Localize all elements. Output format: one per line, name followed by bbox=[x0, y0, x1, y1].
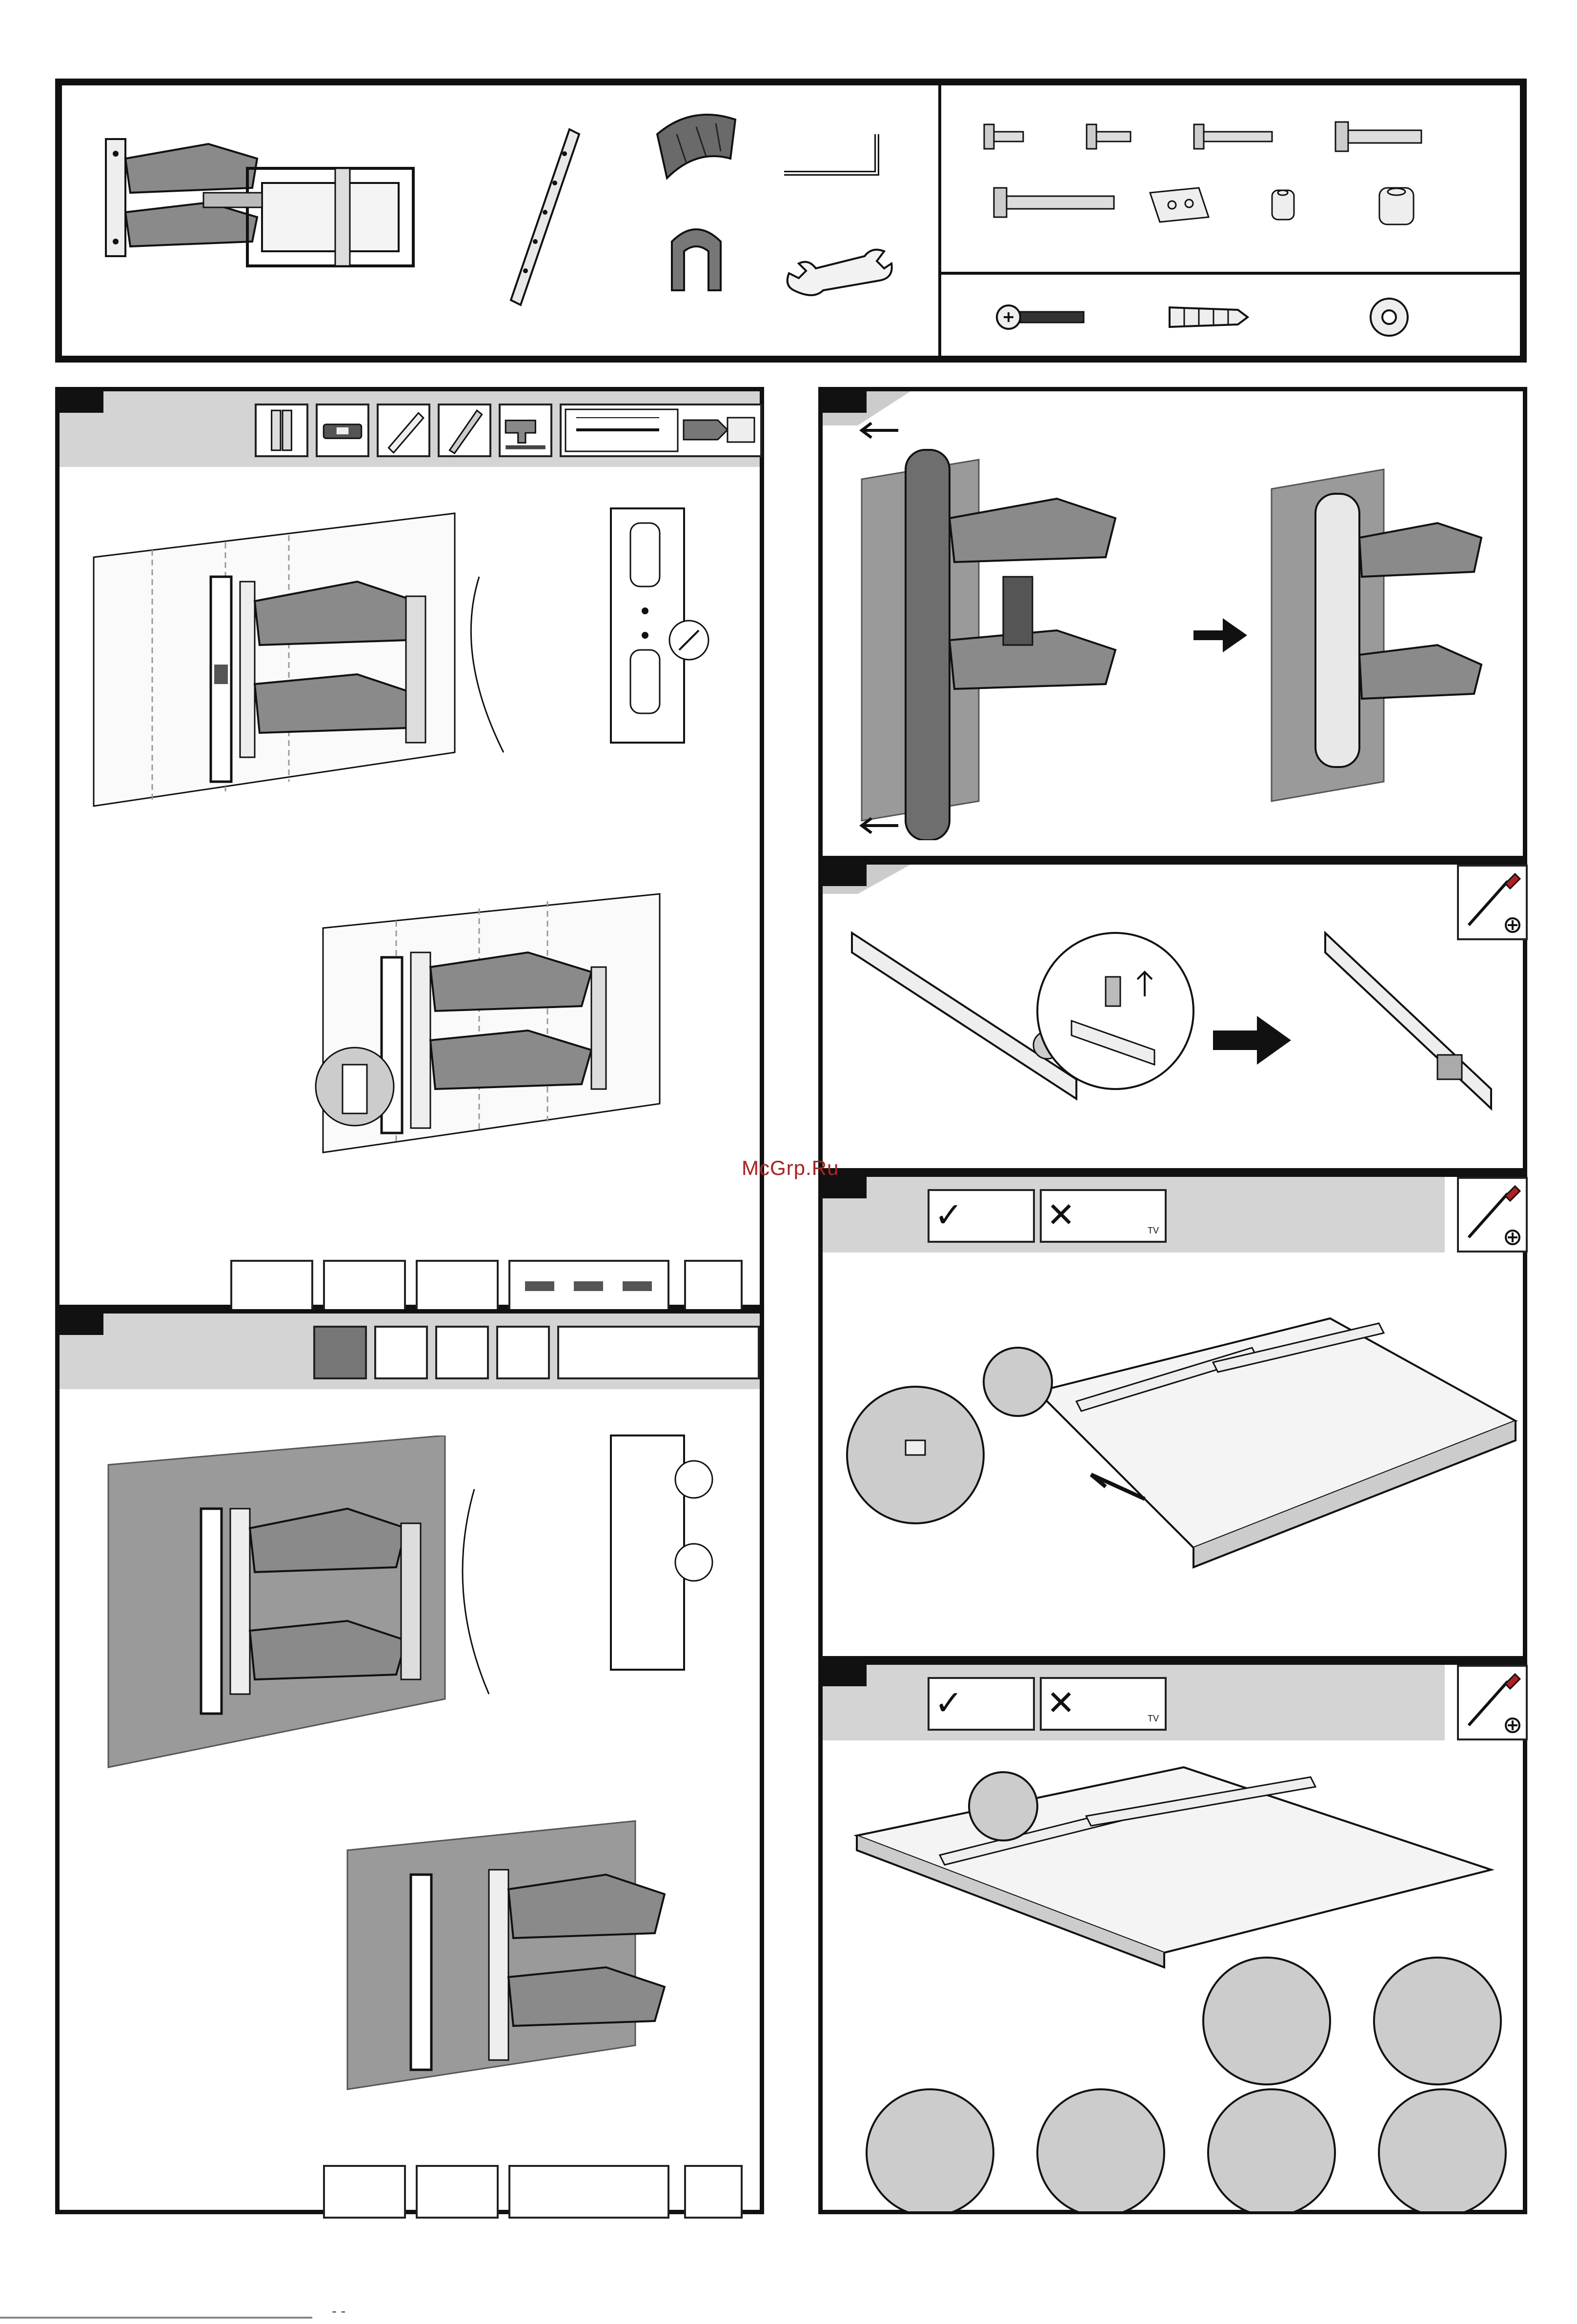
ok-check-icon: ✓ bbox=[934, 1195, 963, 1235]
tv-screws-row bbox=[965, 110, 1521, 266]
concrete-plate-drill-marks bbox=[577, 1431, 723, 1684]
concrete-wall-tool-icon bbox=[313, 1326, 367, 1379]
wood-wall-tools bbox=[255, 404, 762, 457]
wood-wall-bottom-tools bbox=[230, 1260, 757, 1314]
hardware-divider bbox=[941, 272, 1522, 275]
drill-bit-tool-icon bbox=[499, 404, 552, 457]
step-number-tab bbox=[823, 391, 867, 413]
wall-anchor-icon bbox=[1170, 307, 1248, 327]
parts-divider bbox=[938, 85, 941, 356]
concrete-bottom-tools bbox=[323, 2165, 757, 2219]
lag-bolt-icon bbox=[997, 305, 1084, 329]
footer-rule bbox=[0, 2317, 312, 2319]
cable-cover-icon bbox=[647, 105, 750, 188]
step-cable-cover-panel bbox=[818, 387, 1527, 860]
step-wood-wall-panel bbox=[55, 387, 764, 1309]
allen-key-icon bbox=[779, 129, 891, 188]
step-flat-tv-panel: ✓ ✕ TV bbox=[818, 1172, 1527, 1660]
drill-bit-tool-icon bbox=[496, 1326, 550, 1379]
not-ok-cross-icon: ✕ bbox=[1047, 1683, 1075, 1723]
not-ok-cross-icon: ✕ bbox=[1047, 1195, 1075, 1235]
level-tool-icon bbox=[374, 1326, 428, 1379]
footer-mark: - - bbox=[332, 2303, 345, 2320]
spacer-plate-icon bbox=[1150, 188, 1209, 222]
stud-marking-icon bbox=[230, 1260, 313, 1314]
screw-short-2-icon bbox=[1087, 124, 1131, 149]
pencil-marking-icon bbox=[323, 2165, 406, 2219]
screw-medium-icon bbox=[1194, 124, 1272, 149]
drill-hole-icon bbox=[416, 2165, 499, 2219]
anchor-zoom-circle bbox=[313, 1045, 396, 1128]
level-tool-icon bbox=[316, 404, 369, 457]
tv-tag: TV bbox=[1148, 1714, 1159, 1724]
step-number-tab bbox=[60, 391, 103, 413]
tv-tag: TV bbox=[1148, 1226, 1159, 1236]
ok-check-icon: ✓ bbox=[934, 1683, 963, 1723]
tv-bracket-rail-icon bbox=[496, 124, 594, 310]
pencil-marking-icon bbox=[323, 1260, 406, 1314]
step-number-tab bbox=[823, 1665, 867, 1686]
cable-cover-install-illustration bbox=[852, 411, 1525, 840]
recessed-tv-not-ok-box: ✕ TV bbox=[1040, 1677, 1167, 1731]
concrete-wall-tools bbox=[313, 1326, 762, 1379]
flat-tv-not-ok-box: ✕ TV bbox=[1040, 1189, 1167, 1243]
phillips-screwdriver-icon bbox=[1457, 1665, 1528, 1740]
phillips-screwdriver-icon bbox=[1457, 1177, 1528, 1253]
spacer-ring-large-icon bbox=[1379, 188, 1414, 224]
cable-clip-icon bbox=[662, 217, 730, 300]
parts-list-panel bbox=[55, 79, 1527, 363]
wall-plate-drill-marks bbox=[577, 504, 723, 757]
watermark: McGrp.Ru bbox=[742, 1156, 839, 1180]
step-rail-prep-panel bbox=[818, 860, 1527, 1172]
concrete-wall-mount-illustration bbox=[103, 1435, 567, 1777]
screw-large-icon bbox=[1335, 122, 1421, 151]
wood-wall-mount-illustration bbox=[84, 499, 572, 821]
step-recessed-tv-panel: ✓ ✕ TV bbox=[818, 1660, 1527, 2214]
screw-short-icon bbox=[984, 124, 1023, 149]
screw-long-icon bbox=[994, 188, 1114, 217]
pencil-tool-icon bbox=[438, 404, 491, 457]
recessed-tv-ok-box: ✓ bbox=[928, 1677, 1035, 1731]
open-wrench-icon bbox=[779, 242, 896, 305]
step-concrete-wall-panel bbox=[55, 1309, 764, 2214]
rail-prep-illustration bbox=[842, 894, 1506, 1167]
drill-hole-icon bbox=[416, 1260, 499, 1314]
flat-tv-attach-illustration bbox=[842, 1294, 1525, 1645]
wall-hardware-row bbox=[965, 281, 1521, 354]
concrete-anchor-illustration bbox=[343, 1816, 743, 2109]
power-drill-icon bbox=[684, 1260, 743, 1314]
step-number-tab bbox=[823, 865, 867, 886]
stud-finder-tool-icon bbox=[255, 404, 308, 457]
power-drill-icon bbox=[684, 2165, 743, 2219]
pencil-tool-icon bbox=[435, 1326, 489, 1379]
wood-wall-bolt-illustration bbox=[318, 879, 757, 1172]
marker-tool-icon bbox=[377, 404, 430, 457]
step-number-tab bbox=[60, 1314, 103, 1335]
articulating-mount-illustration bbox=[101, 120, 482, 324]
bolts-set-icon bbox=[508, 1260, 669, 1314]
concrete-drill-depth-icon bbox=[557, 1326, 760, 1379]
drill-depth-icon bbox=[560, 404, 762, 457]
step-number-tab bbox=[823, 1177, 867, 1198]
recessed-tv-attach-illustration bbox=[842, 1748, 1525, 2211]
flat-tv-ok-box: ✓ bbox=[928, 1189, 1035, 1243]
spacer-ring-small-icon bbox=[1272, 190, 1294, 220]
bolts-set-icon bbox=[508, 2165, 669, 2219]
washer-icon bbox=[1371, 299, 1408, 336]
